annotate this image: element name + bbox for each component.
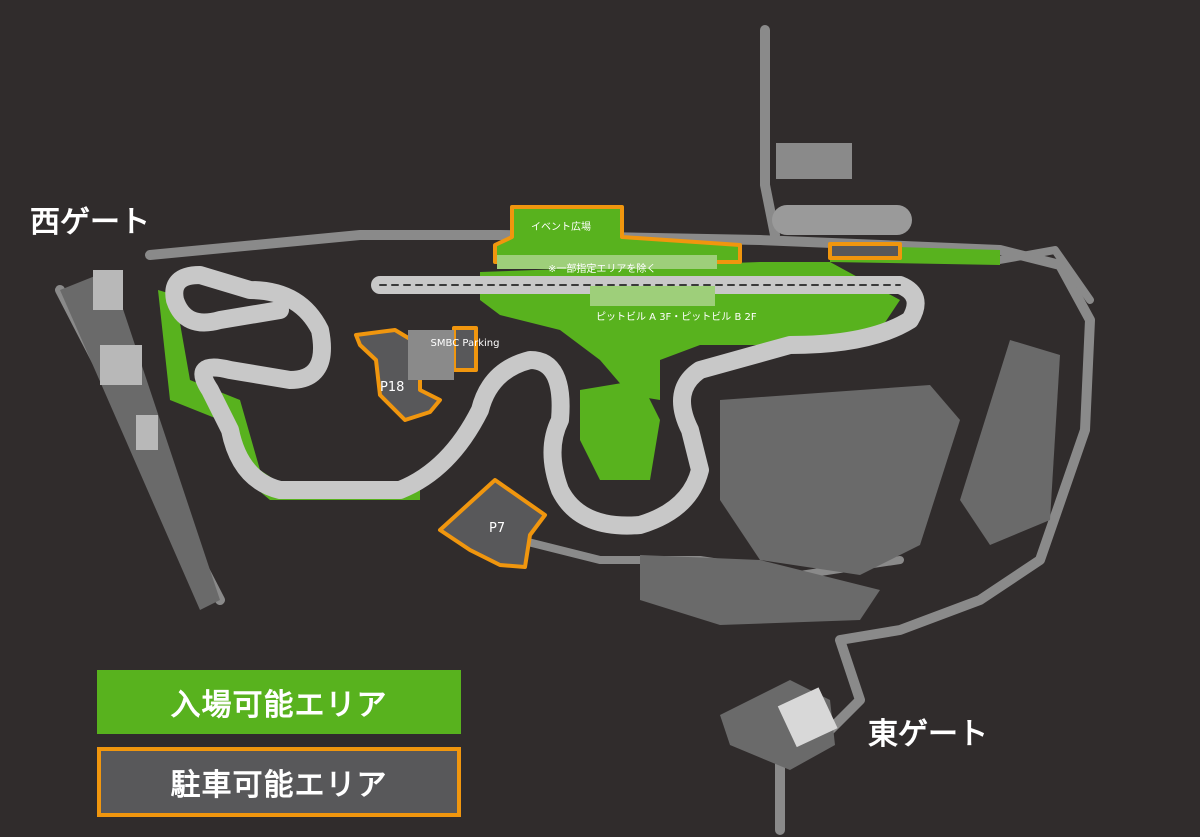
east-course <box>960 340 1060 545</box>
p7-label: P7 <box>489 521 505 536</box>
road-north-east <box>760 25 780 240</box>
race-track <box>165 266 925 535</box>
legend-parking-label: 駐車可能エリア <box>170 768 388 803</box>
east-parking-lot <box>720 385 960 575</box>
forest-area <box>580 380 660 480</box>
building-west-2 <box>100 345 142 385</box>
building-smbc <box>408 330 454 380</box>
smbc-label-line1: SMBC Parking <box>431 338 500 349</box>
event-plaza-outline <box>493 205 742 264</box>
event-plaza-label: イベント広場 <box>531 220 591 233</box>
parking-p7[interactable] <box>438 478 547 569</box>
legend-parking-area: 駐車可能エリア <box>97 747 461 817</box>
east-gate-building <box>777 687 838 748</box>
building-top-right <box>776 143 852 179</box>
parking-smbc[interactable] <box>452 326 478 372</box>
pit-building <box>590 286 715 306</box>
p18-label: P18 <box>380 380 404 395</box>
parking-east-strip[interactable] <box>828 242 902 260</box>
road-east-loop <box>996 246 1094 304</box>
smbc-parking-label: SMBC Parking <box>431 338 500 349</box>
south-parking-lot <box>640 555 880 625</box>
building-west-1 <box>93 270 123 310</box>
event-plaza-area <box>495 207 740 262</box>
pit-building-label: ピットビル A 3F・ピットビル B 2F <box>596 311 757 323</box>
west-gate-label: 西ゲート <box>30 205 150 240</box>
excluded-note-label: ※一部指定エリアを除く <box>548 262 656 275</box>
track-main <box>165 266 925 535</box>
legend-entry-label: 入場可能エリア <box>170 688 388 723</box>
building-west-3 <box>136 415 158 450</box>
grandstand-area <box>480 262 900 400</box>
east-gate-label: 東ゲート <box>868 717 988 752</box>
grandstand-west <box>497 255 717 269</box>
legend-entry-area: 入場可能エリア <box>97 670 461 734</box>
buildings <box>93 255 838 748</box>
kart-track-area <box>772 205 912 235</box>
